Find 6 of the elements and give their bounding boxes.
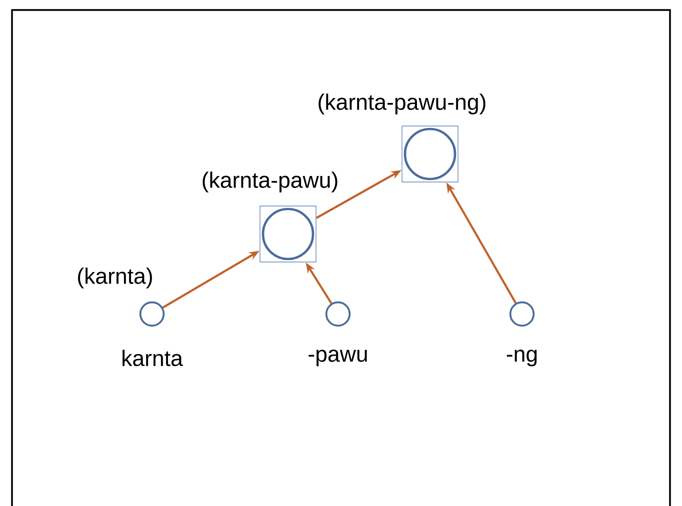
node-label: (karnta) bbox=[78, 268, 152, 288]
node-label: karnta bbox=[122, 350, 183, 366]
node-label: (karnta-pawu) bbox=[202, 172, 338, 192]
node-label: -ng bbox=[506, 350, 537, 366]
node-label: -pawu bbox=[308, 350, 367, 366]
node-label: (karnta-pawu-ng) bbox=[318, 94, 486, 114]
